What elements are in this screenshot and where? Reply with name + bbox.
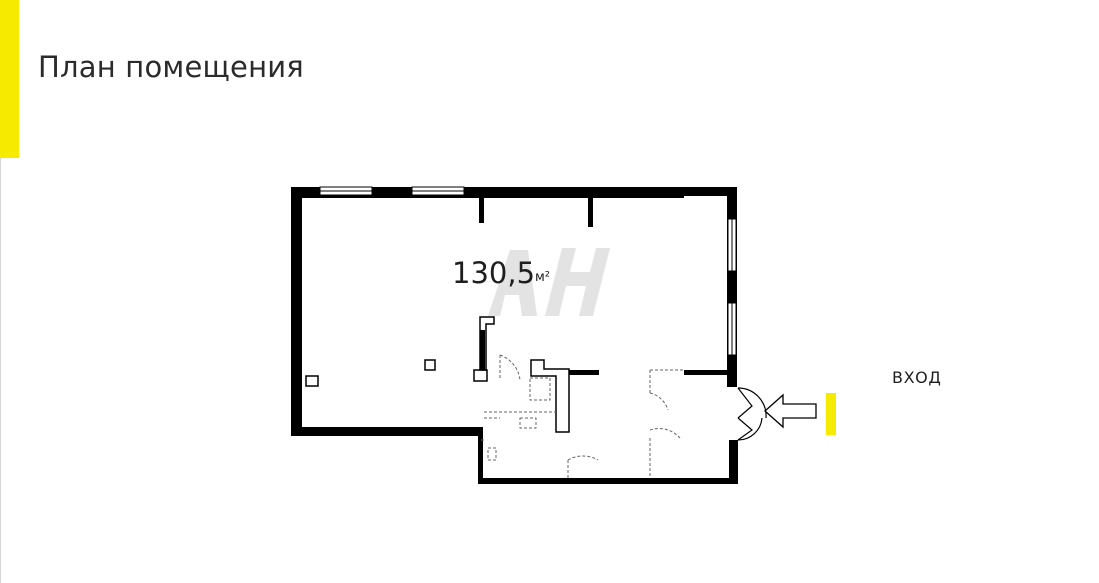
wall-left [291,187,302,436]
watermark-logo: АН [488,248,610,316]
area-unit: м² [535,270,551,285]
pilasters [479,196,593,227]
page-edge-rule [0,158,1,583]
entrance-door [737,387,767,441]
shaft [530,359,570,433]
interior-partitions [480,330,727,375]
accent-bar [0,0,19,158]
wall-step [478,427,483,484]
right-windows [727,218,737,356]
exterior-walls [291,187,738,484]
entrance-label: ВХОД [892,368,942,387]
dashed-lines [480,354,684,478]
columns [305,316,495,387]
entrance-accent-bar [826,393,836,435]
area-value: 130,5 [452,256,536,290]
wall-bottom-left [291,427,483,436]
wall-right-upper [727,187,737,387]
entrance-arrow-icon [764,393,817,429]
watermark-text: АН [550,298,552,301]
wall-top [291,187,736,198]
wall-bottom [478,478,738,484]
page-title: План помещения [38,50,304,84]
top-windows [319,186,727,199]
wall-right-lower [729,440,738,484]
